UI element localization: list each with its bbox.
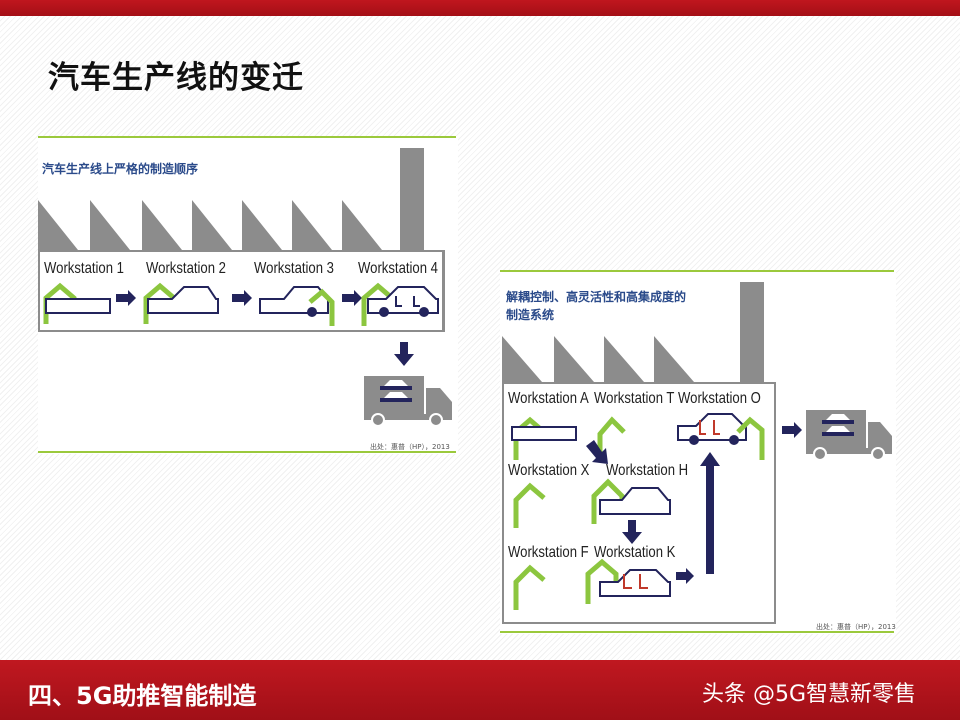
- right-source-note: 出处：惠普（HP），2013: [816, 623, 896, 631]
- right-diagram-subtitle-line2: 制造系统: [506, 308, 555, 322]
- arrow-diagonal-icon: [586, 440, 608, 464]
- top-accent-bar: [0, 0, 960, 16]
- sequential-line-diagram: 汽车生产线上严格的制造顺序 Workstation 1 Workstation …: [38, 136, 458, 454]
- arrow-down-icon: [622, 520, 642, 544]
- station-1-graphic: [43, 282, 111, 324]
- car-body-icon: [599, 569, 671, 597]
- sequential-line-graphic: [38, 136, 456, 453]
- robot-arm-icon: [513, 482, 546, 528]
- section-title: 四、5G助推智能制造: [28, 682, 257, 710]
- car-body-icon: [147, 286, 219, 314]
- arrow-right-icon: [116, 290, 136, 306]
- slide-title: 汽车生产线的变迁: [48, 60, 304, 96]
- robot-arm-icon: [597, 416, 626, 462]
- robot-arm-icon: [308, 288, 335, 326]
- left-source-note: 出处：惠普（HP），2013: [370, 443, 450, 451]
- arrow-up-icon: [700, 452, 720, 574]
- robot-arm-icon: [585, 558, 619, 604]
- workstation-t-label: Workstation T: [594, 390, 675, 407]
- station-h-graphic: [591, 478, 671, 524]
- delivery-truck-icon: [364, 376, 452, 427]
- arrow-right-icon: [676, 568, 694, 584]
- flexible-system-diagram: 解耦控制、高灵活性和高集成度的 制造系统 Workstation A Works…: [500, 270, 896, 634]
- station-k-graphic: [585, 558, 671, 604]
- workstation-k-label: Workstation K: [594, 544, 676, 561]
- workstation-3-label: Workstation 3: [254, 260, 334, 277]
- workstation-4-label: Workstation 4: [358, 260, 438, 277]
- wheel-icon: [379, 307, 389, 317]
- right-diagram-subtitle-line1: 解耦控制、高灵活性和高集成度的: [506, 290, 687, 304]
- seat-icon: [395, 296, 420, 307]
- robot-arm-icon: [736, 416, 765, 460]
- wheel-icon: [419, 307, 429, 317]
- left-diagram-subtitle: 汽车生产线上严格的制造顺序: [42, 162, 199, 176]
- workstation-f-label: Workstation F: [508, 544, 589, 561]
- wheel-icon: [729, 435, 739, 445]
- seat-icon: [623, 574, 648, 589]
- station-2-graphic: [143, 282, 219, 324]
- car-body-icon: [367, 286, 439, 314]
- workstation-x-label: Workstation X: [508, 462, 590, 479]
- workstation-1-label: Workstation 1: [44, 260, 124, 277]
- seat-icon: [699, 420, 720, 435]
- delivery-truck-icon: [806, 410, 892, 461]
- arrow-right-icon: [782, 422, 802, 438]
- arrow-down-icon: [394, 342, 414, 366]
- arrow-right-icon: [342, 290, 362, 306]
- station-4-graphic: [361, 282, 439, 326]
- car-body-icon: [259, 286, 329, 314]
- workstation-h-label: Workstation H: [606, 462, 689, 479]
- watermark-text: 头条 @5G智慧新零售: [702, 682, 917, 707]
- flexible-system-graphic: [500, 270, 894, 633]
- workstation-a-label: Workstation A: [508, 390, 589, 407]
- arrow-right-icon: [232, 290, 252, 306]
- wheel-icon: [307, 307, 317, 317]
- car-body-icon: [677, 413, 747, 441]
- workstation-o-label: Workstation O: [678, 390, 761, 407]
- wheel-icon: [689, 435, 699, 445]
- robot-arm-icon: [513, 564, 546, 610]
- workstation-2-label: Workstation 2: [146, 260, 226, 277]
- station-o-graphic: [677, 413, 765, 460]
- station-3-graphic: [259, 286, 335, 326]
- station-a-graphic: [511, 416, 577, 460]
- car-chassis-icon: [45, 298, 111, 314]
- car-body-icon: [599, 487, 671, 515]
- car-chassis-icon: [511, 426, 577, 441]
- bottom-accent-bar: [0, 660, 960, 720]
